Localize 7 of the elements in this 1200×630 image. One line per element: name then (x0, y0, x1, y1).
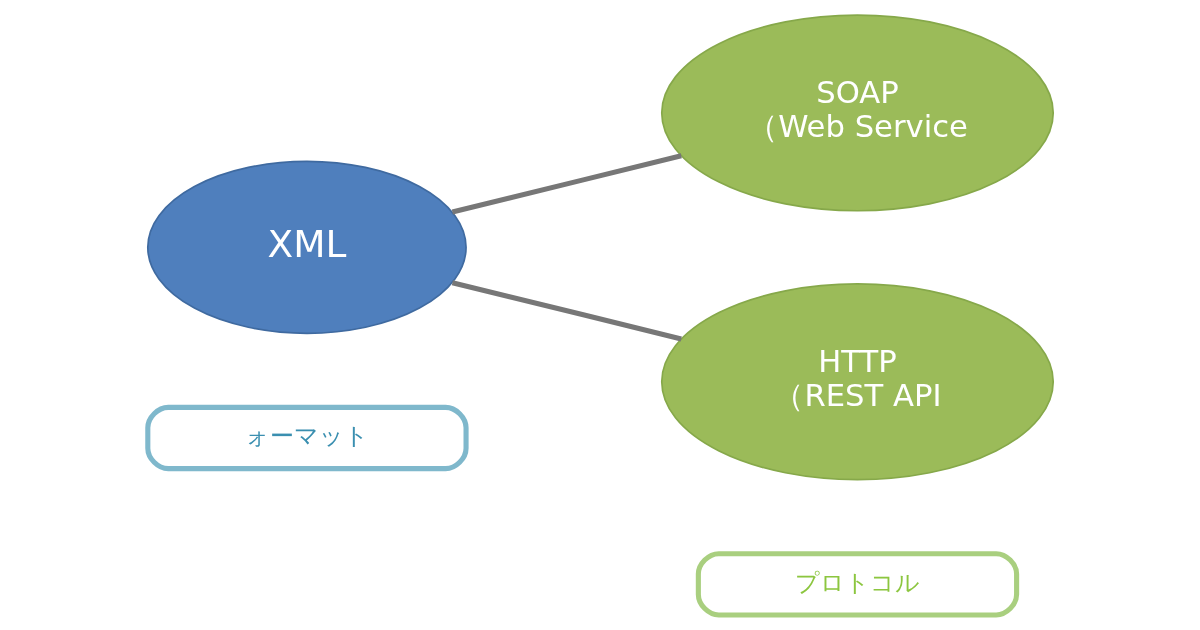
node-box: ォーマット (144, 404, 469, 472)
node-ellipse: SOAP （Web Service (660, 14, 1054, 212)
node-box: プロトコル (695, 551, 1019, 618)
connector (451, 280, 682, 342)
node-ellipse: XML (146, 160, 467, 335)
node-ellipse: HTTP （REST API (660, 283, 1054, 481)
connector (451, 153, 682, 215)
